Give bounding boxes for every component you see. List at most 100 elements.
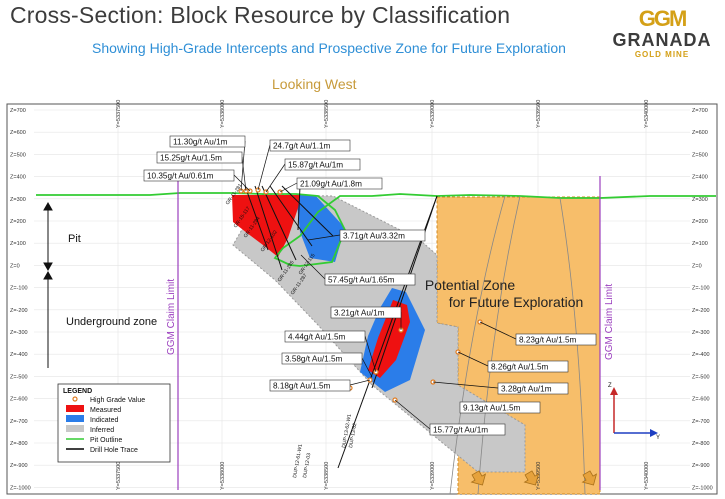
legend: LEGEND High Grade ValueMeasuredIndicated…: [57, 383, 171, 463]
intercept-label: 3.28g/t Au/1m: [501, 385, 552, 394]
intercept-callout: 4.44g/t Au/1.5m: [284, 330, 377, 373]
northing-tick-bottom: Y=5340000: [644, 462, 650, 490]
drill-label: DUP-12-03: [302, 452, 312, 478]
intercept-callout: 3.28g/t Au/1m: [432, 381, 569, 395]
intercept-callout: 3.58g/t Au/1.5m: [281, 352, 373, 378]
northing-tick-bottom: Y=5339500: [536, 462, 542, 490]
claim-limit-left-label: GGM Claim Limit: [166, 279, 177, 355]
intercept-label: 3.58g/t Au/1.5m: [285, 355, 343, 364]
northing-tick-top: Y=5339000: [430, 100, 436, 128]
intercept-label: 21.09g/t Au/1.8m: [300, 180, 362, 189]
elevation-tick-left: Z=-300: [10, 330, 28, 336]
legend-title: LEGEND: [63, 388, 92, 395]
intercept-callout: 24.7g/t Au/1.1m: [257, 139, 351, 191]
intercept-callout: 8.18g/t Au/1.5m: [269, 379, 371, 392]
intercept-callout: 57.45g/t Au/1.65m: [300, 254, 416, 286]
drill-label: DUP-12-61-W1: [292, 443, 304, 478]
underground-zone-marker: [43, 270, 53, 368]
intercept-label: 9.13g/t Au/1.5m: [463, 404, 521, 413]
elevation-tick-right: Z=400: [692, 175, 708, 181]
intercept-label: 15.77g/t Au/1m: [433, 426, 488, 435]
view-direction: Looking West: [272, 76, 357, 92]
page-subtitle: Showing High-Grade Intercepts and Prospe…: [92, 40, 566, 56]
potential-zone-label-1: Potential Zone: [425, 277, 515, 293]
northing-tick-bottom: Y=5338500: [324, 462, 330, 490]
elevation-tick-left: Z=0: [10, 263, 20, 269]
elevation-tick-left: Z=-100: [10, 286, 28, 292]
elevation-tick-right: Z=-700: [692, 419, 710, 425]
page-title: Cross-Section: Block Resource by Classif…: [10, 2, 511, 28]
intercept-label: 8.23g/t Au/1.5m: [519, 336, 577, 345]
legend-item: Inferred: [66, 425, 114, 434]
legend-item: Indicated: [66, 415, 119, 424]
measured-zone-upper: [232, 195, 300, 257]
northing-tick-bottom: Y=5337500: [116, 462, 122, 490]
elevation-tick-left: Z=200: [10, 219, 26, 225]
intercept-label: 10.35g/t Au/0.61m: [147, 172, 214, 181]
elevation-tick-right: Z=100: [692, 241, 708, 247]
elevation-tick-left: Z=-800: [10, 441, 28, 447]
elevation-tick-left: Z=-200: [10, 308, 28, 314]
elevation-tick-left: Z=-600: [10, 397, 28, 403]
northing-tick-bottom: Y=5339000: [430, 462, 436, 490]
potential-zone-label-2: for Future Exploration: [449, 294, 584, 310]
intercept-label: 8.18g/t Au/1.5m: [273, 382, 331, 391]
intercept-callout: 3.71g/t Au/3.32m: [307, 229, 426, 242]
intercept-callout: 15.25g/t Au/1.5m: [156, 151, 247, 192]
intercept-label: 15.25g/t Au/1.5m: [160, 154, 222, 163]
legend-item: High Grade Value: [72, 396, 145, 404]
legend-swatch: [66, 415, 84, 422]
drill-hole-traces-faint: [449, 195, 586, 495]
logo-mark: GGM: [638, 6, 688, 31]
elevation-tick-right: Z=-800: [692, 441, 710, 447]
pit-label: Pit: [68, 233, 81, 245]
claim-limit-right-label: GGM Claim Limit: [604, 284, 615, 360]
logo-name: GRANADA: [612, 30, 712, 50]
northing-tick-top: Y=5339500: [536, 100, 542, 128]
legend-swatch: [66, 405, 84, 412]
intercept-label: 57.45g/t Au/1.65m: [328, 276, 395, 285]
elevation-tick-right: Z=-300: [692, 330, 710, 336]
drill-label: DUP-13-62-W1: [341, 413, 353, 448]
underground-label: Underground zone: [66, 316, 157, 328]
legend-item: Measured: [66, 405, 121, 414]
legend-label: Inferred: [90, 427, 114, 434]
northing-tick-bottom: Y=5338000: [220, 462, 226, 490]
drill-hole-traces: [244, 185, 438, 469]
legend-label: Measured: [90, 407, 121, 414]
intercept-callout: 3.21g/t Au/1m: [330, 306, 402, 330]
elevation-tick-left: Z=-900: [10, 463, 28, 469]
intercept-callout: 15.87g/t Au/1m: [265, 158, 361, 193]
intercept-label: 3.21g/t Au/1m: [334, 309, 385, 318]
intercept-callout: 8.26g/t Au/1.5m: [457, 351, 569, 373]
elevation-tick-left: Z=100: [10, 241, 26, 247]
elevation-tick-left: Z=300: [10, 197, 26, 203]
northing-tick-top: Y=5338000: [220, 100, 226, 128]
elevation-tick-left: Z=500: [10, 152, 26, 158]
legend-label: Drill Hole Trace: [90, 447, 138, 454]
intercept-callout: 8.23g/t Au/1.5m: [479, 321, 597, 346]
legend-item: Pit Outline: [66, 437, 122, 444]
elevation-tick-right: Z=0: [692, 263, 702, 269]
intercept-callout: 15.77g/t Au/1m: [394, 399, 506, 436]
northing-tick-top: Y=5337500: [116, 100, 122, 128]
elevation-tick-right: Z=-600: [692, 397, 710, 403]
elevation-tick-left: Z=-700: [10, 419, 28, 425]
drill-label: DUP-13-62: [348, 422, 358, 448]
northing-tick-top: Y=5338500: [324, 100, 330, 128]
intercept-label: 15.87g/t Au/1m: [288, 161, 343, 170]
intercept-callout: 21.09g/t Au/1.8m: [279, 177, 383, 193]
intercept-label: 24.7g/t Au/1.1m: [273, 142, 331, 151]
intercept-callout: 10.35g/t Au/0.61m: [143, 169, 251, 192]
elevation-tick-right: Z=-200: [692, 308, 710, 314]
elevation-tick-right: Z=500: [692, 152, 708, 158]
elevation-tick-left: Z=700: [10, 108, 26, 114]
axis-compass: Z Y: [608, 383, 660, 441]
company-logo: GGM GRANADA GOLD MINE: [606, 8, 718, 60]
elevation-tick-right: Z=600: [692, 130, 708, 136]
elevation-tick-left: Z=-500: [10, 374, 28, 380]
elevation-tick-left: Z=-1000: [10, 485, 31, 491]
